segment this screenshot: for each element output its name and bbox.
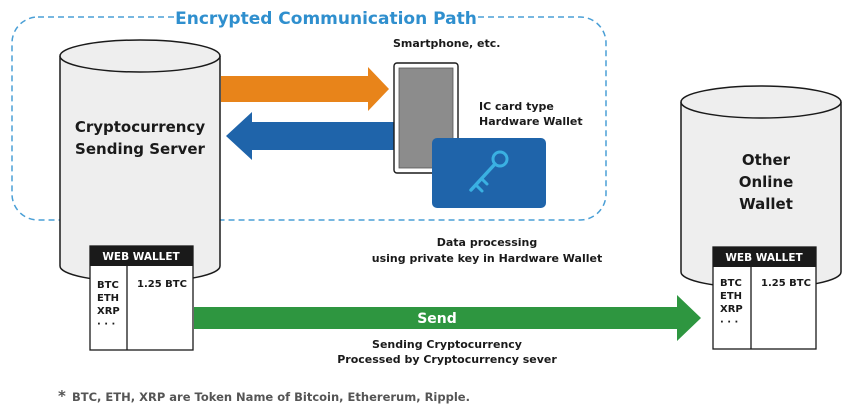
sending-server-label-line2: Sending Server (75, 140, 205, 158)
title-background (176, 6, 476, 30)
sending-note-line2: Processed by Cryptocurrency sever (337, 353, 557, 366)
footnote-mark: * (58, 387, 66, 405)
right-wallet-balance: 1.25 BTC (761, 278, 811, 289)
sending-server-label-line1: Cryptocurrency (75, 118, 206, 136)
processing-label-line1: Data processing (437, 236, 537, 249)
diagram-title: Encrypted Communication Path (175, 9, 477, 29)
processing-label-line2: using private key in Hardware Wallet (372, 252, 602, 265)
key-icon (469, 150, 509, 193)
right-wallet-header: WEB WALLET (725, 252, 803, 264)
send-arrow (194, 295, 701, 341)
blue-arrow (226, 112, 394, 160)
left-web-wallet (89, 245, 194, 351)
right-wallet-token: · · · (720, 317, 738, 328)
left-wallet-token: BTC (97, 280, 119, 291)
left-wallet-token: ETH (97, 293, 119, 304)
right-wallet-token: ETH (720, 291, 742, 302)
other-wallet-label-line2: Online (739, 173, 794, 191)
left-wallet-balance: 1.25 BTC (137, 279, 187, 290)
send-label: Send (417, 311, 457, 327)
hardware-wallet-label-line1: IC card type (479, 100, 554, 113)
orange-arrow (221, 67, 389, 111)
hardware-wallet-label-line2: Hardware Wallet (479, 115, 583, 128)
other-wallet-label-line1: Other (742, 151, 791, 169)
right-wallet-token: XRP (720, 304, 743, 315)
right-wallet-token: BTC (720, 278, 742, 289)
sending-note-line1: Sending Cryptocurrency (372, 338, 522, 351)
left-wallet-token: XRP (97, 306, 120, 317)
left-wallet-token: · · · (97, 319, 115, 330)
footnote-text: BTC, ETH, XRP are Token Name of Bitcoin,… (72, 390, 470, 404)
other-wallet-cylinder (680, 85, 842, 289)
left-wallet-header: WEB WALLET (102, 251, 180, 263)
smartphone-label: Smartphone, etc. (393, 37, 500, 50)
right-web-wallet (712, 246, 817, 350)
other-wallet-label-line3: Wallet (739, 195, 793, 213)
